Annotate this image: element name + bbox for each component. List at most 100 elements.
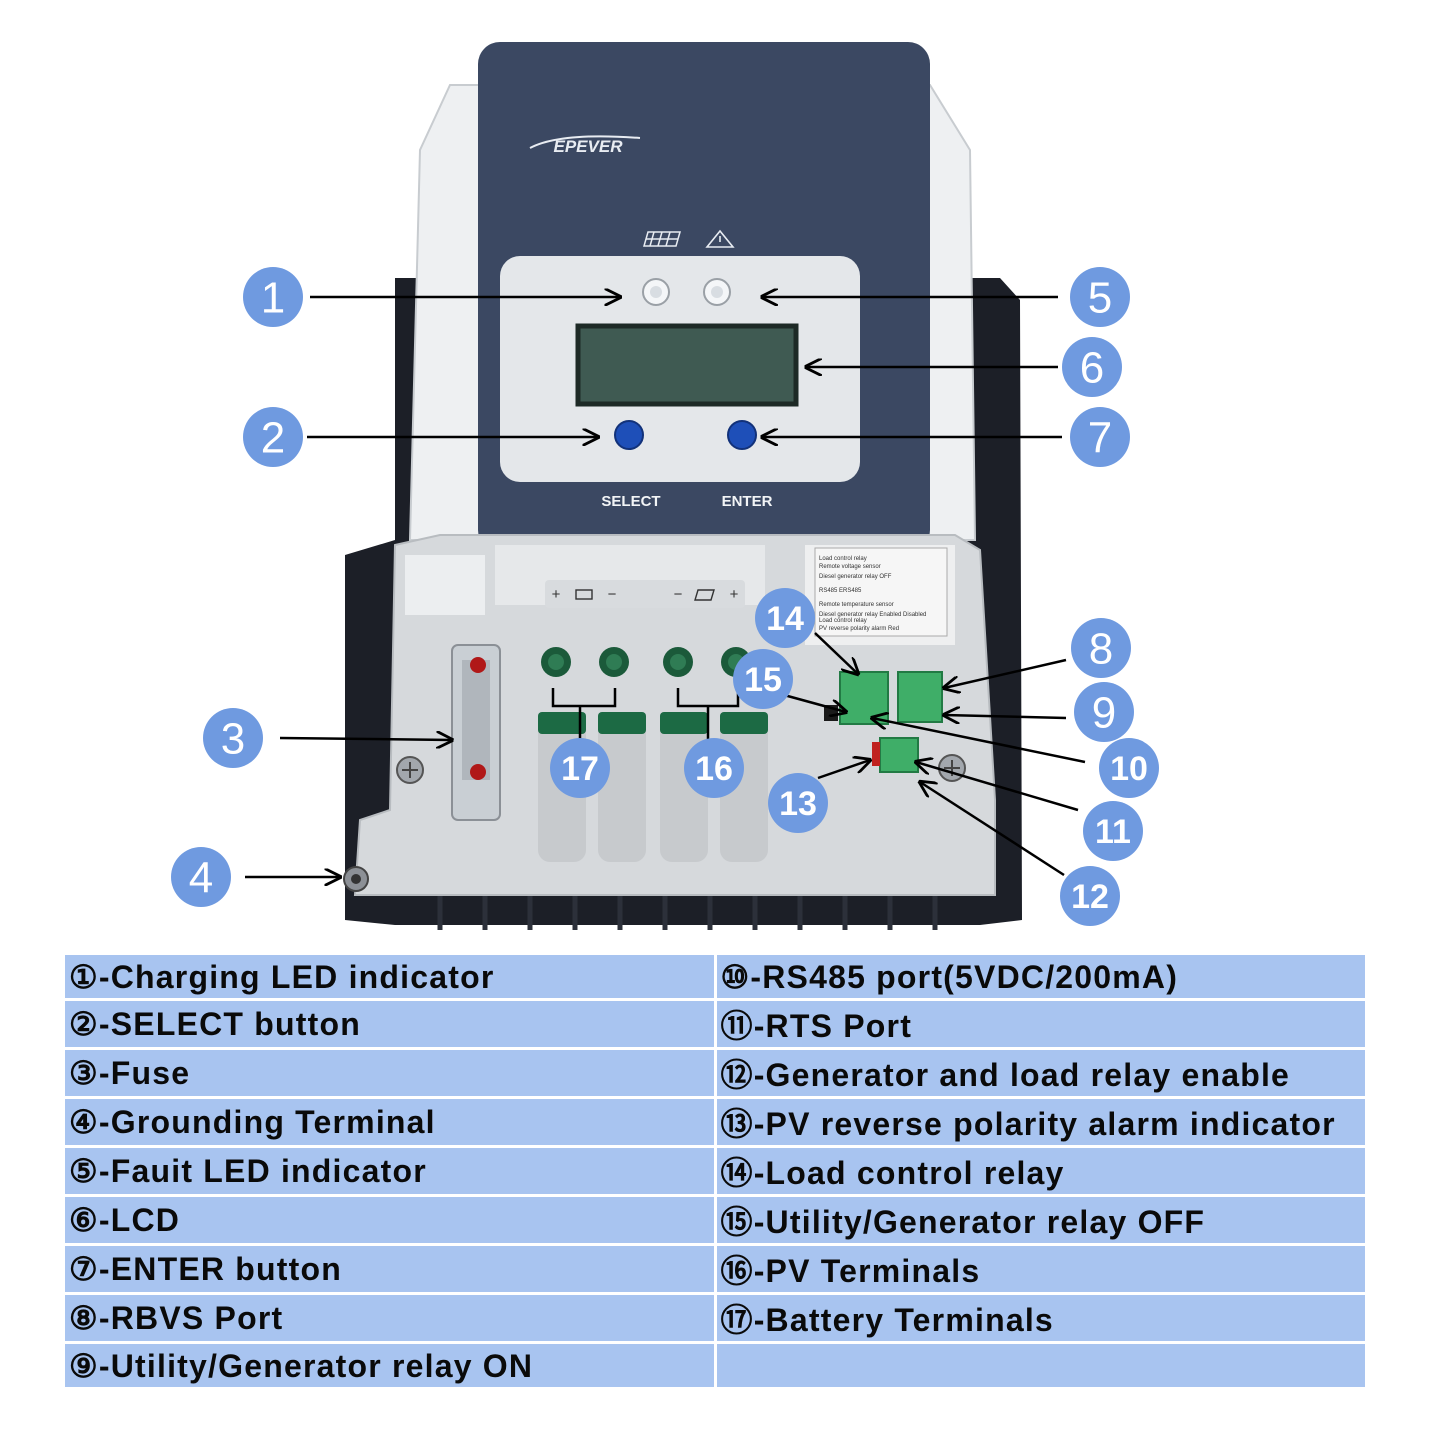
legend-cell-left: ②-SELECT button — [65, 1001, 714, 1047]
select-button[interactable] — [614, 420, 644, 450]
warning-icon — [705, 229, 735, 248]
legend-cell-right: ⑭-Load control relay — [716, 1148, 1365, 1194]
grounding-terminal — [343, 866, 369, 892]
svg-text:12: 12 — [1071, 878, 1109, 916]
sticker-line: Remote voltage sensor — [819, 564, 881, 570]
solar-panel-icon — [643, 231, 681, 247]
legend-number: ⑰ — [720, 1302, 754, 1338]
legend-number: ⑮ — [720, 1204, 754, 1240]
svg-text:11: 11 — [1095, 813, 1131, 851]
legend-number: ⑨ — [69, 1347, 99, 1384]
pv-negative-terminal — [663, 647, 693, 677]
legend-text: -Load control relay — [753, 1155, 1065, 1191]
legend-row: ⑥-LCD ⑮-Utility/Generator relay OFF — [65, 1197, 1365, 1243]
callout-8: 8 — [1071, 618, 1131, 678]
legend-cell-left: ①-Charging LED indicator — [65, 955, 714, 998]
sticker-line: Load control relay — [819, 556, 867, 562]
terminal-sign-3: − — [674, 586, 683, 603]
legend-number: ⑥ — [69, 1202, 99, 1238]
enter-label: ENTER — [722, 493, 773, 510]
callout-14: 14 — [755, 588, 815, 648]
legend-number: ③ — [69, 1055, 99, 1091]
battery-positive-terminal — [541, 647, 571, 677]
callout-11: 11 — [1083, 801, 1143, 861]
legend-text: -Generator and load relay enable — [753, 1057, 1291, 1093]
legend-text: -ENTER button — [98, 1251, 342, 1287]
svg-text:13: 13 — [779, 785, 817, 823]
legend-cell-left: ③-Fuse — [65, 1050, 714, 1096]
legend-number: ⑪ — [720, 1008, 754, 1044]
legend-number: ④ — [69, 1104, 99, 1140]
select-label: SELECT — [601, 493, 660, 510]
legend-number: ⑫ — [720, 1057, 754, 1093]
legend-row: ②-SELECT button ⑪-RTS Port — [65, 1001, 1365, 1047]
screw-right — [938, 754, 966, 782]
svg-text:2: 2 — [261, 414, 285, 463]
legend-table: ①-Charging LED indicator ⑩-RS485 port(5V… — [62, 952, 1368, 1390]
legend-text: -Battery Terminals — [753, 1302, 1054, 1338]
legend-text: -RBVS Port — [98, 1300, 284, 1336]
legend-row: ⑧-RBVS Port ⑰-Battery Terminals — [65, 1295, 1365, 1341]
sticker-line: Load control relay — [819, 618, 867, 624]
legend-text: -PV reverse polarity alarm indicator — [753, 1106, 1336, 1142]
callout-2: 2 — [243, 407, 303, 467]
callout-16: 16 — [684, 738, 744, 798]
legend-row: ⑦-ENTER button ⑯-PV Terminals — [65, 1246, 1365, 1292]
alarm-indicator-led — [872, 742, 880, 766]
legend-cell-left: ⑧-RBVS Port — [65, 1295, 714, 1341]
legend-row: ⑨-Utility/Generator relay ON — [65, 1344, 1365, 1387]
legend-text: -Grounding Terminal — [98, 1104, 436, 1140]
svg-text:9: 9 — [1092, 689, 1116, 738]
screw-left — [396, 756, 424, 784]
legend-text: -Fauit LED indicator — [98, 1153, 427, 1189]
callout-7: 7 — [1070, 407, 1130, 467]
terminal-sign-1: + — [552, 586, 561, 603]
legend-text: -SELECT button — [98, 1006, 361, 1042]
terminal-sticker: Load control relay Remote voltage sensor… — [814, 547, 948, 637]
legend-text: -RTS Port — [753, 1008, 913, 1044]
legend-cell-right: ⑮-Utility/Generator relay OFF — [716, 1197, 1365, 1243]
svg-text:3: 3 — [221, 715, 245, 764]
legend-cell-right — [716, 1344, 1365, 1387]
callout-17: 17 — [550, 738, 610, 798]
svg-text:4: 4 — [189, 854, 213, 903]
legend-text: -Fuse — [98, 1055, 191, 1091]
battery-negative-terminal — [599, 647, 629, 677]
svg-text:16: 16 — [695, 750, 733, 788]
enter-button[interactable] — [727, 420, 757, 450]
legend-cell-right: ⑫-Generator and load relay enable — [716, 1050, 1365, 1096]
legend-text: -PV Terminals — [753, 1253, 981, 1289]
legend-cell-right: ⑯-PV Terminals — [716, 1246, 1365, 1292]
svg-text:7: 7 — [1088, 414, 1112, 463]
callout-10: 10 — [1099, 738, 1159, 798]
legend-cell-left: ⑥-LCD — [65, 1197, 714, 1243]
svg-text:15: 15 — [744, 661, 782, 699]
legend-number: ⑭ — [720, 1155, 754, 1191]
legend-text: -Utility/Generator relay ON — [98, 1347, 534, 1384]
callout-1: 1 — [243, 267, 303, 327]
legend-text: -LCD — [98, 1202, 181, 1238]
callout-5: 5 — [1070, 267, 1130, 327]
legend-row: ⑤-Fauit LED indicator ⑭-Load control rel… — [65, 1148, 1365, 1194]
bracket-17 — [551, 688, 617, 742]
svg-text:8: 8 — [1089, 625, 1113, 674]
battery-icon — [575, 589, 593, 600]
callout-4: 4 — [171, 847, 231, 907]
terminal-sign-4: + — [730, 586, 739, 603]
terminal-sign-2: − — [608, 586, 617, 603]
legend-cell-right: ⑬-PV reverse polarity alarm indicator — [716, 1099, 1365, 1145]
legend-text: -Utility/Generator relay OFF — [753, 1204, 1206, 1240]
sticker-line: PV reverse polarity alarm Red — [819, 626, 899, 632]
legend-number: ⑯ — [720, 1253, 754, 1289]
device-diagram: EPEVER SELECT ENTER + − − + Load co — [171, 42, 1159, 930]
rts-connector — [879, 737, 919, 773]
callout-6: 6 — [1062, 337, 1122, 397]
svg-text:6: 6 — [1080, 344, 1104, 393]
legend-row: ①-Charging LED indicator ⑩-RS485 port(5V… — [65, 955, 1365, 998]
legend-row: ④-Grounding Terminal ⑬-PV reverse polari… — [65, 1099, 1365, 1145]
rbvs-connector — [897, 671, 943, 723]
legend-cell-right: ⑰-Battery Terminals — [716, 1295, 1365, 1341]
svg-text:1: 1 — [261, 274, 285, 323]
legend-cell-left: ⑨-Utility/Generator relay ON — [65, 1344, 714, 1387]
legend-number: ① — [69, 958, 99, 995]
